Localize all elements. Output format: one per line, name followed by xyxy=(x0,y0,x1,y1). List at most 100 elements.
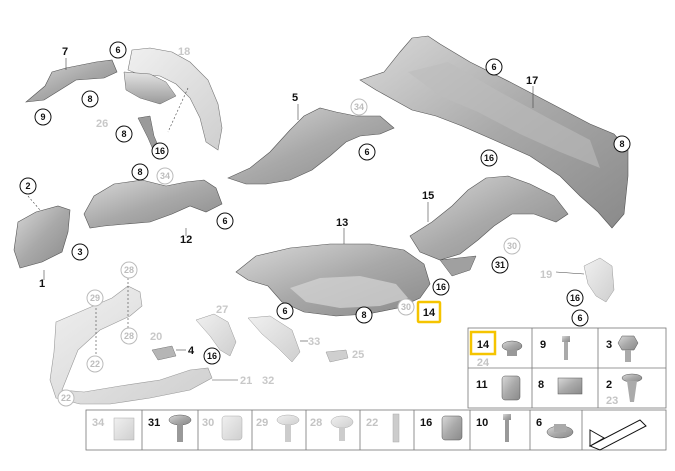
svg-text:16: 16 xyxy=(207,351,217,361)
table-cell-28[interactable]: 28 xyxy=(310,415,354,441)
table-cell-30[interactable]: 30 xyxy=(202,415,243,441)
callout-16: 16 xyxy=(151,142,169,160)
svg-text:34: 34 xyxy=(354,102,364,112)
part-label-27: 27 xyxy=(216,304,228,316)
table-cell-10[interactable]: 10 xyxy=(476,414,511,442)
table-cell-14[interactable]: 14 24 xyxy=(469,330,523,369)
svg-text:34: 34 xyxy=(160,171,170,181)
highlight-label-14[interactable]: 14 xyxy=(416,300,442,324)
svg-text:23: 23 xyxy=(606,395,618,407)
table-cell-11[interactable]: 11 xyxy=(476,375,521,401)
callout-16: 16 xyxy=(203,347,221,365)
table-cell-3[interactable]: 3 xyxy=(606,335,639,362)
svg-text:14: 14 xyxy=(423,307,436,319)
part-label-4: 4 xyxy=(188,345,195,357)
svg-text:8: 8 xyxy=(361,310,366,320)
part-20-support-frame[interactable] xyxy=(49,285,213,405)
svg-text:22: 22 xyxy=(90,359,100,369)
callout-8: 8 xyxy=(81,90,99,108)
table-cell-9[interactable]: 9 xyxy=(540,336,570,360)
callout-9: 9 xyxy=(34,108,52,126)
svg-text:30: 30 xyxy=(507,241,517,251)
table-cell-29[interactable]: 29 xyxy=(256,414,300,442)
part-13-exhaust-shield[interactable] xyxy=(235,243,431,317)
part-label-15: 15 xyxy=(422,190,434,202)
callout-6: 6 xyxy=(216,212,234,230)
svg-text:6: 6 xyxy=(282,306,287,316)
svg-text:30: 30 xyxy=(401,302,411,312)
svg-text:16: 16 xyxy=(420,417,432,429)
part-15-tunnel-shield[interactable] xyxy=(409,175,569,277)
part-label-33: 33 xyxy=(308,336,320,348)
svg-text:8: 8 xyxy=(121,129,126,139)
callout-34: 34 xyxy=(350,98,368,116)
table-cell-34[interactable]: 34 xyxy=(92,417,135,441)
svg-text:3: 3 xyxy=(77,247,82,257)
svg-text:9: 9 xyxy=(540,339,546,351)
expanding-rivet-icon xyxy=(168,414,192,442)
table-cell-22[interactable]: 22 xyxy=(366,413,400,443)
direction-arrow-icon xyxy=(588,419,647,451)
table-cell-8[interactable]: 8 xyxy=(538,377,583,395)
part-33-bracket[interactable] xyxy=(247,315,301,363)
svg-text:16: 16 xyxy=(155,146,165,156)
svg-text:28: 28 xyxy=(310,417,322,429)
flange-nut-icon xyxy=(546,424,574,439)
callouts: 6 8 9 8 16 34 6 6 8 2 3 8 34 6 16 30 31 … xyxy=(19,41,631,407)
part-7-bracket[interactable] xyxy=(25,59,118,103)
part-19-bracket[interactable] xyxy=(583,257,615,303)
callout-30: 30 xyxy=(503,237,521,255)
part-label-25: 25 xyxy=(352,349,364,361)
part-27-bracket[interactable] xyxy=(195,313,237,357)
clip-nut-icon xyxy=(557,377,583,395)
svg-text:2: 2 xyxy=(25,181,30,191)
callout-29: 29 xyxy=(86,289,104,307)
part-label-17: 17 xyxy=(526,75,538,87)
expanding-rivet-icon xyxy=(276,414,300,442)
part-label-13: 13 xyxy=(336,217,348,229)
callout-8: 8 xyxy=(613,135,631,153)
expanding-rivet-icon xyxy=(621,373,643,402)
clip-icon xyxy=(221,415,243,441)
svg-text:14: 14 xyxy=(477,339,490,351)
callout-6: 6 xyxy=(109,41,127,59)
callout-16: 16 xyxy=(432,278,450,296)
part-label-12: 12 xyxy=(180,234,192,246)
part-label-19: 19 xyxy=(540,269,552,281)
svg-text:11: 11 xyxy=(476,379,488,391)
callout-34: 34 xyxy=(156,167,174,185)
table-cell-31[interactable]: 31 xyxy=(148,414,192,442)
callout-8: 8 xyxy=(131,163,149,181)
expanding-rivet-icon xyxy=(330,415,354,441)
part-labels: 7 18 5 17 26 1 12 13 15 19 27 20 4 33 25… xyxy=(39,46,552,387)
callout-28: 28 xyxy=(120,327,138,345)
screw-icon xyxy=(503,414,511,442)
part-18-wheel-arch-shield[interactable] xyxy=(123,47,223,151)
table-cell-6[interactable]: 6 xyxy=(536,417,574,439)
callout-22: 22 xyxy=(57,389,75,407)
spring-clip-icon xyxy=(113,417,135,441)
svg-text:6: 6 xyxy=(491,62,496,72)
svg-text:16: 16 xyxy=(570,293,580,303)
svg-text:22: 22 xyxy=(366,417,378,429)
nut-icon xyxy=(501,375,521,401)
part-5-heat-shield[interactable] xyxy=(227,107,395,185)
svg-text:22: 22 xyxy=(61,393,71,403)
callout-30: 30 xyxy=(397,298,415,316)
leader-lines xyxy=(27,58,585,381)
parts-table-right: 14 24 9 3 11 8 2 23 xyxy=(467,327,667,409)
part-label-7: 7 xyxy=(62,46,68,58)
part-1-shield[interactable] xyxy=(13,205,71,269)
screw-icon xyxy=(562,336,570,360)
part-label-26: 26 xyxy=(96,118,108,130)
callout-2: 2 xyxy=(19,177,37,195)
part-12-heat-shield[interactable] xyxy=(83,179,223,229)
table-cell-2[interactable]: 2 23 xyxy=(606,373,643,407)
svg-text:3: 3 xyxy=(606,339,612,351)
svg-text:8: 8 xyxy=(137,167,142,177)
table-cell-16[interactable]: 16 xyxy=(420,415,463,441)
svg-text:6: 6 xyxy=(577,313,582,323)
callout-28: 28 xyxy=(120,261,138,279)
parts-table-bottom: 34 31 30 29 28 22 16 10 xyxy=(85,409,667,451)
part-17-underbody-shield[interactable] xyxy=(359,35,629,229)
